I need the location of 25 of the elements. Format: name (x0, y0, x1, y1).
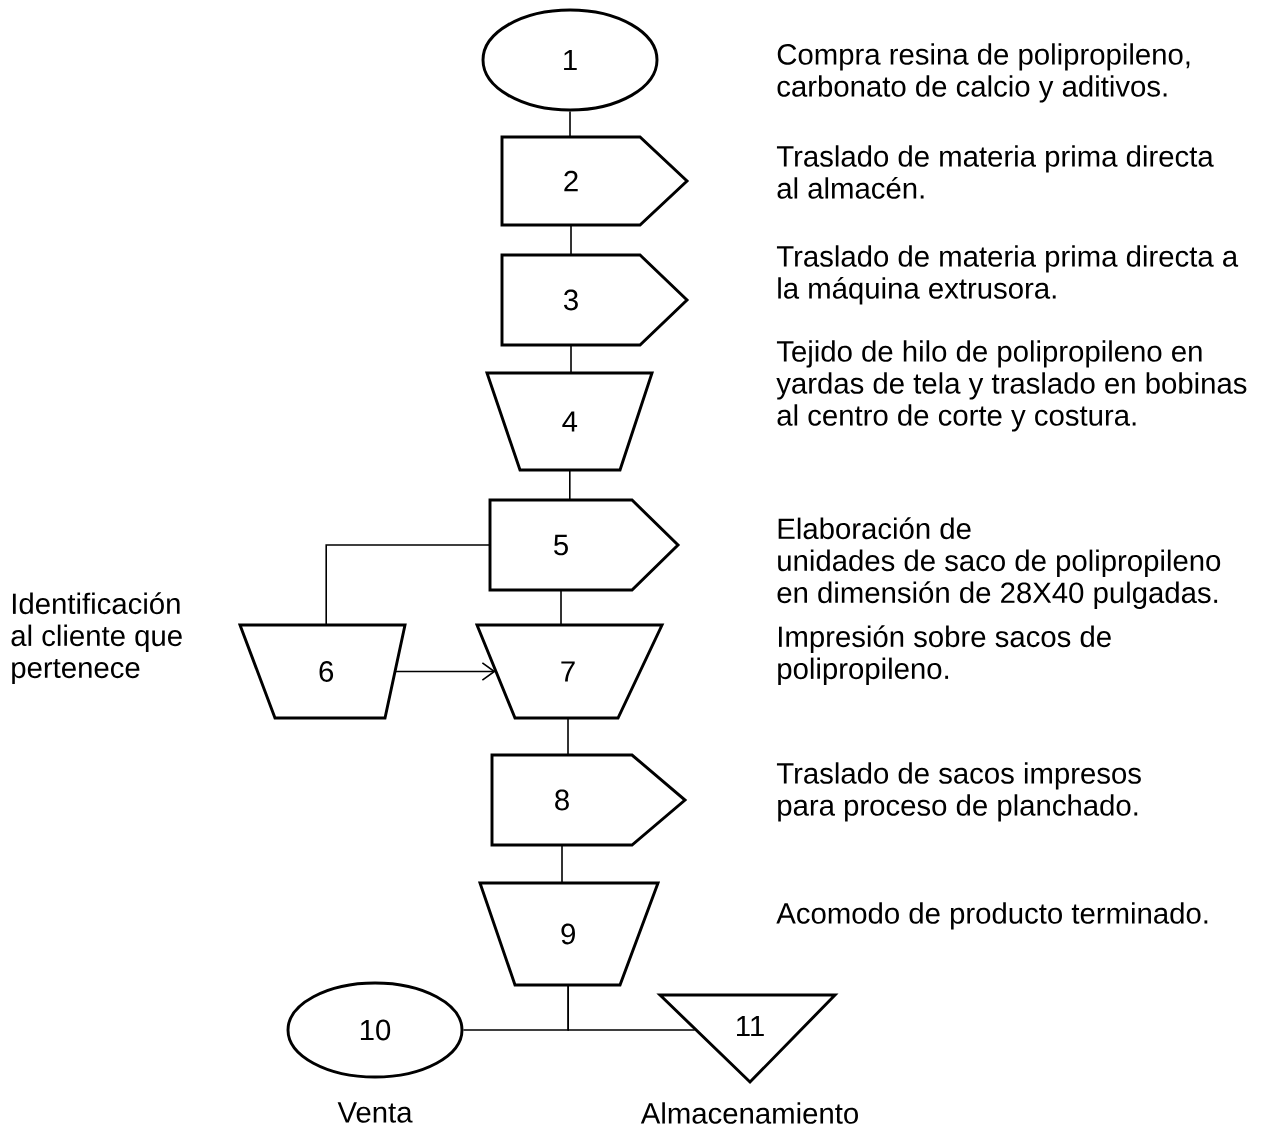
step-description: Elaboración de unidades de saco de polipropileno en dimensión de 28X40 pulgadas. (777, 517, 1221, 609)
connector-line (570, 344, 572, 374)
step-description: Compra resina de polipropileno, carbonato de calcio y aditivos. (777, 43, 1190, 103)
connector-line (394, 662, 496, 681)
connector-line (570, 224, 572, 256)
connector-line (569, 469, 571, 501)
connector-line (325, 544, 491, 626)
step-description: Traslado de sacos impresos para proceso de planchado. (776, 762, 1141, 822)
step-label: Venta (337, 1102, 413, 1123)
step-description: Identificación al cliente que pertenece (11, 592, 182, 684)
connector-line (569, 110, 571, 138)
transport-arrow-box: 3 (500, 253, 690, 347)
step-label: Almacenamiento (640, 1102, 858, 1124)
step-description: Acomodo de producto terminado. (776, 902, 1208, 930)
step-description: Impresión sobre sacos de polipropileno. (778, 625, 1111, 685)
step-description: Traslado de materia prima directa a la máquina extrusora. (776, 245, 1239, 305)
transport-arrow-box: 5 (488, 498, 681, 592)
transport-arrow-box: 2 (500, 135, 690, 227)
connector-line (567, 984, 696, 1031)
connector-line (560, 589, 562, 626)
connector-line (561, 844, 563, 884)
connector-line (567, 717, 569, 756)
transport-arrow-box: 8 (490, 753, 688, 847)
step-description: Tejido de hilo de polipropileno en yardas de tela y traslado en bobinas al centro de corte y costura. (776, 340, 1247, 432)
step-description: Traslado de materia prima directa al almacén. (776, 145, 1214, 199)
